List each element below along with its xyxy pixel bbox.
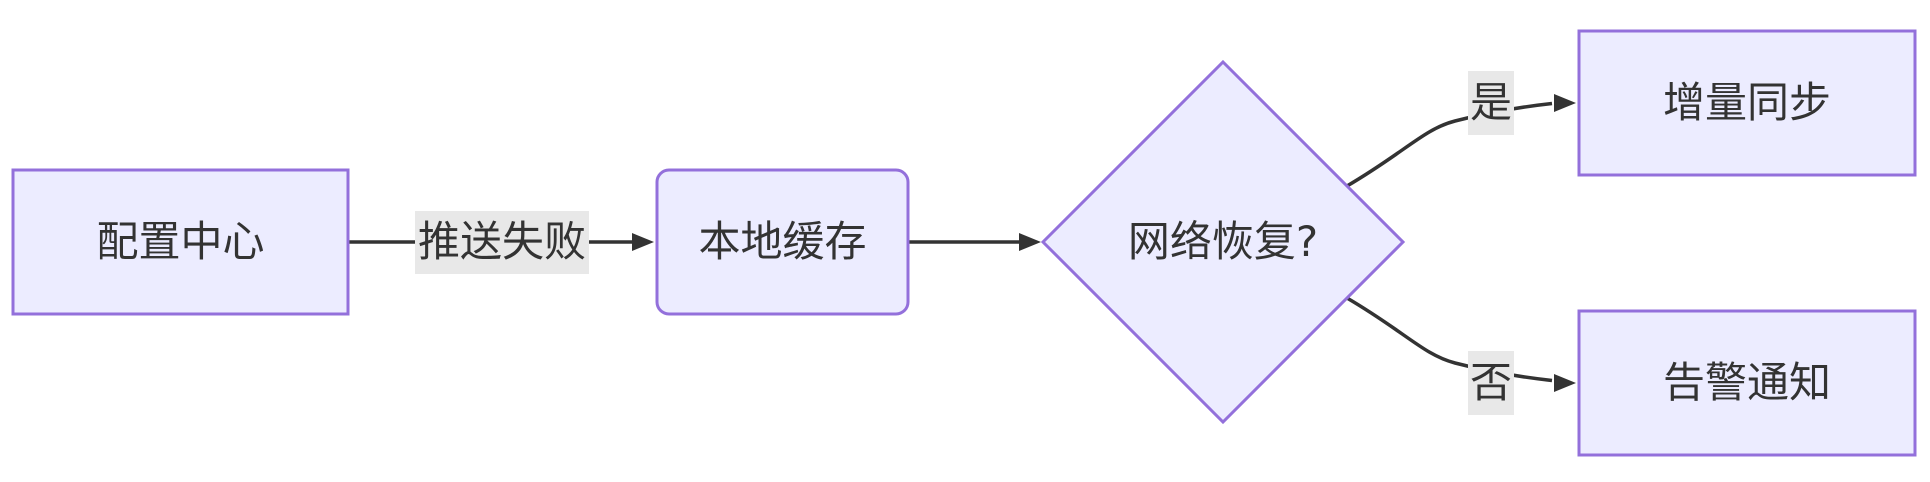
edge-label-yes: 是 [1468,71,1514,135]
node-local-cache-shape [655,168,910,316]
node-network-recovered-shape [1040,59,1406,425]
node-incremental-sync-shape [1577,29,1917,177]
arrowhead-icon [1554,94,1576,112]
node-label-local-cache: 本地缓存 [698,216,867,266]
edge-yes [1346,101,1553,188]
edge-label-no: 否 [1468,351,1514,415]
node-alert-notice-shape [1577,309,1917,457]
node-label-config-center: 配置中心 [96,216,265,266]
node-config-center-shape [11,168,350,316]
node-label-network-recovered: 网络恢复? [1127,216,1319,266]
node-label-alert-notice: 告警通知 [1662,357,1831,407]
node-label-incremental-sync: 增量同步 [1662,77,1831,127]
arrowhead-icon [1019,233,1041,251]
arrowhead-icon [1554,374,1576,392]
arrowhead-icon [632,233,654,251]
edge-no [1346,296,1553,383]
edge-label-push-failed: 推送失败 [415,211,589,274]
